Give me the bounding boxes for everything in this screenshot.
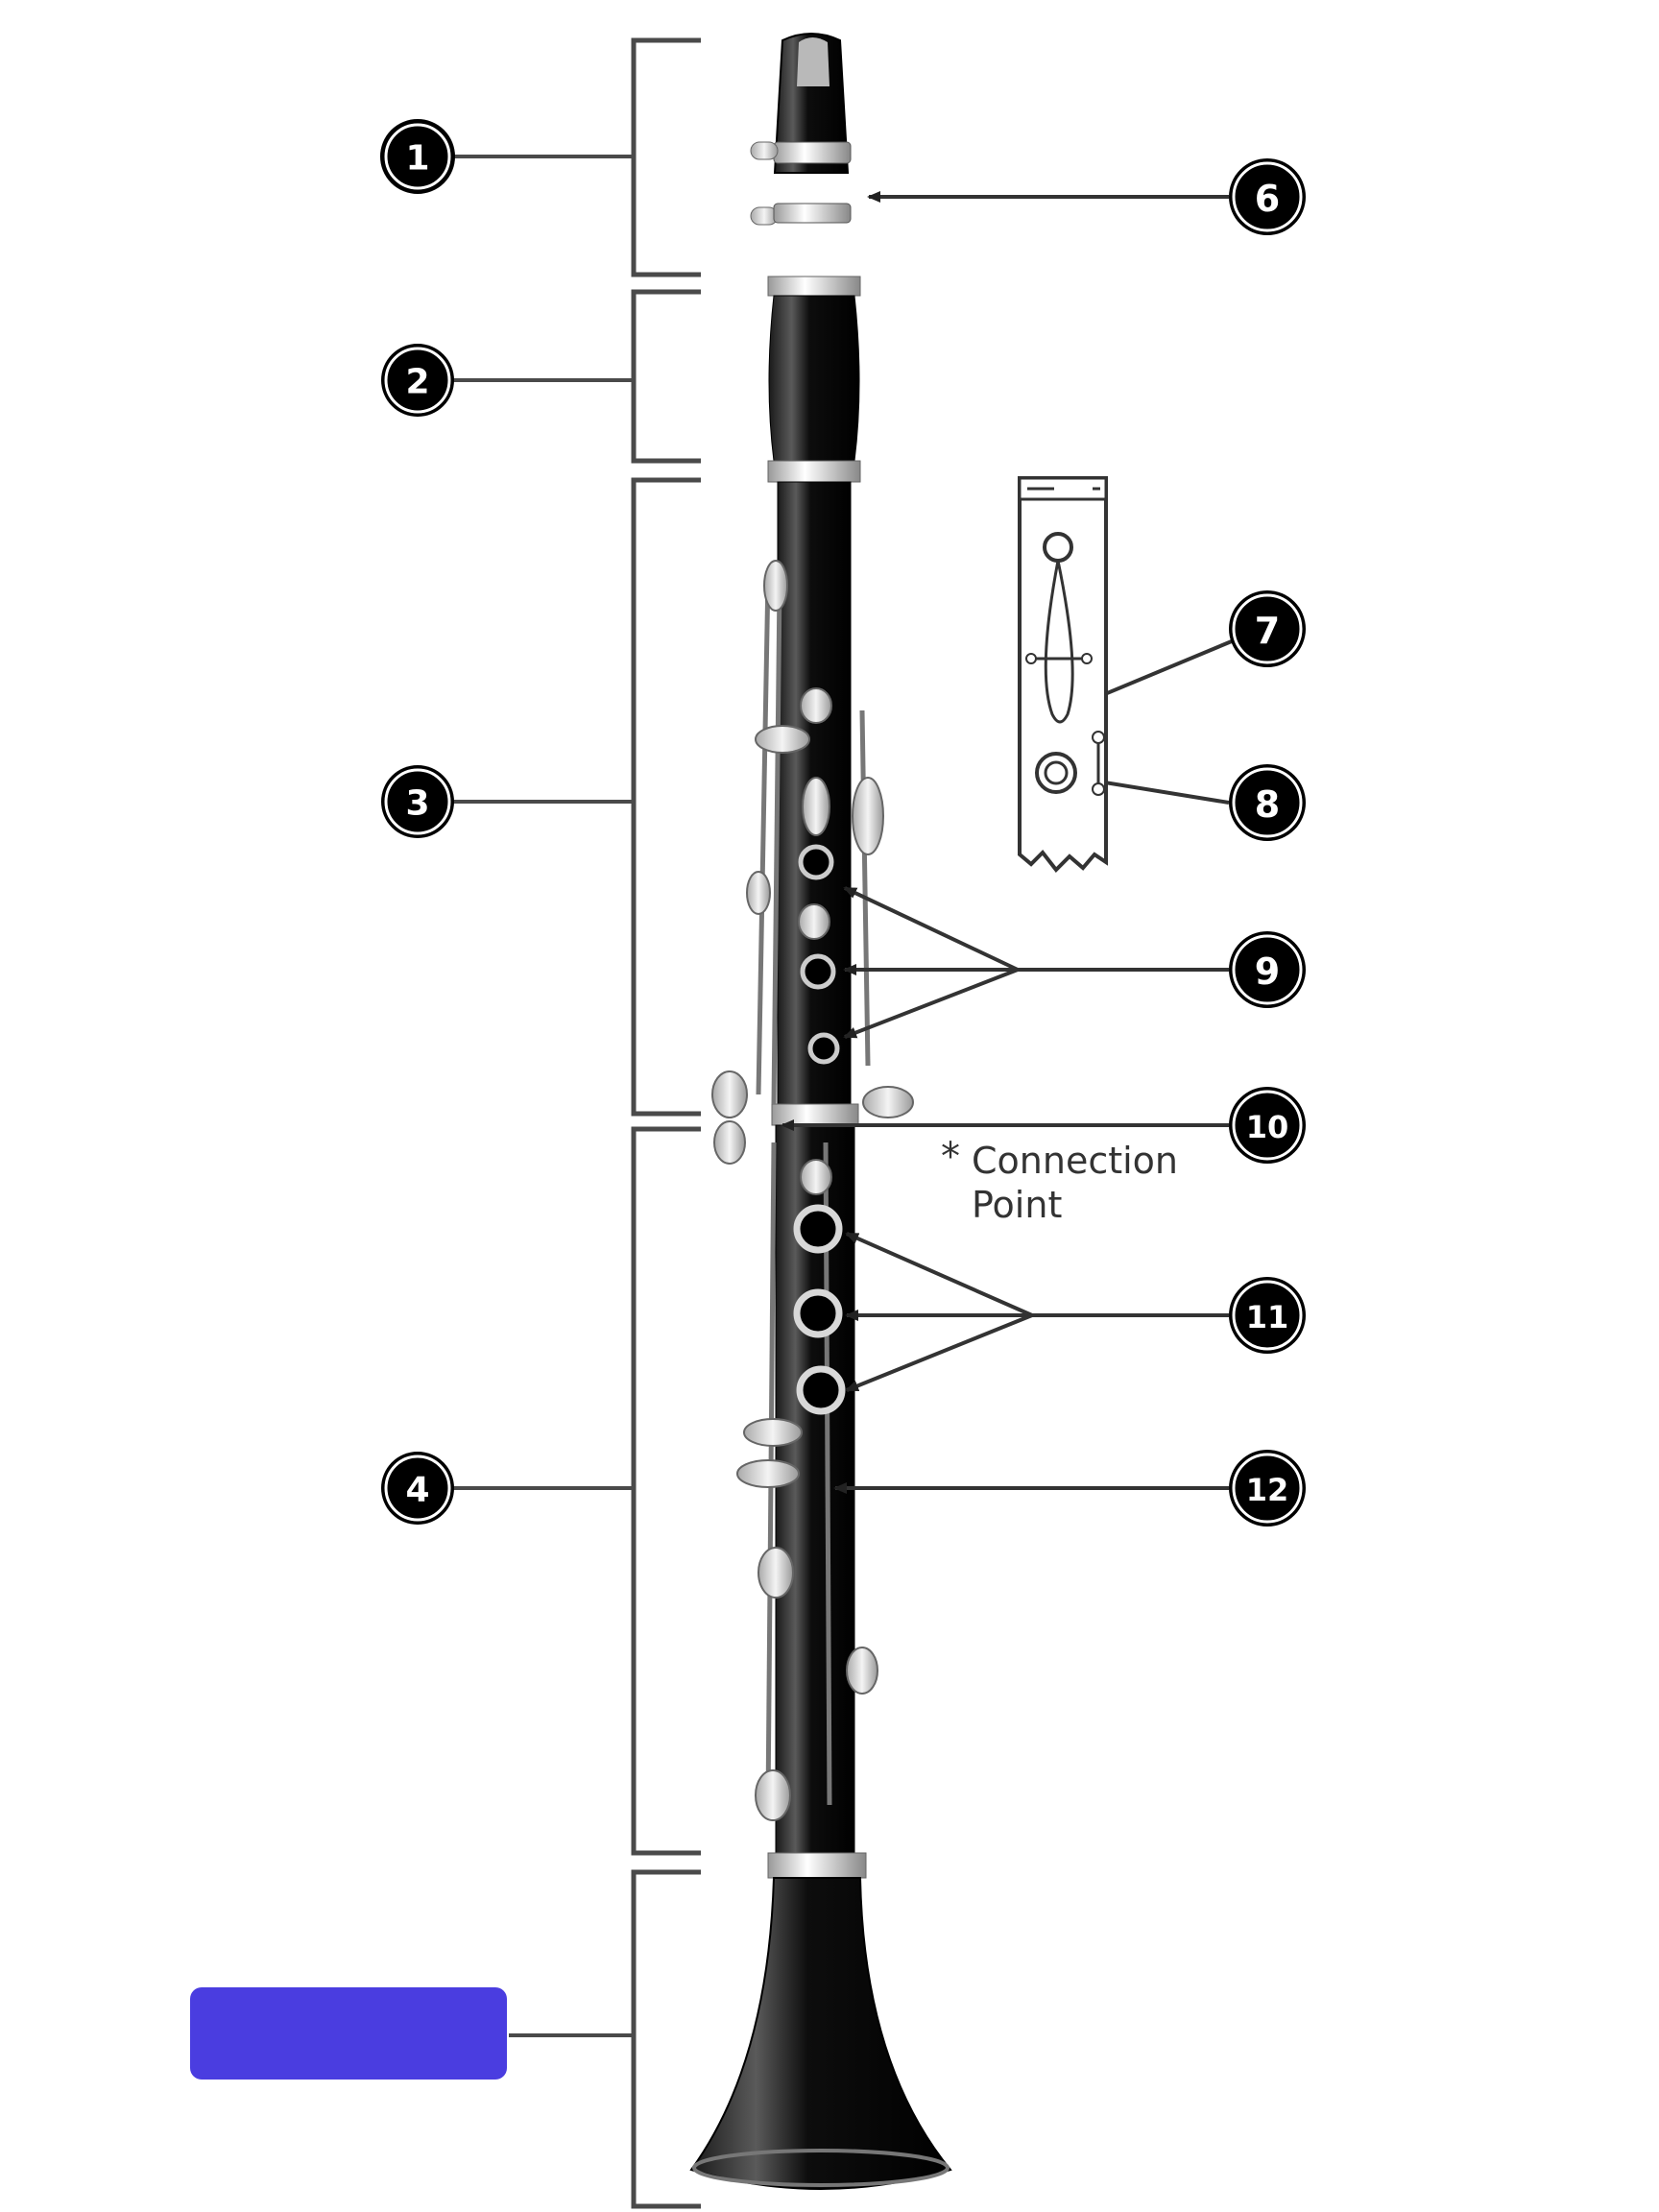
- clarinet-illustration: [689, 33, 952, 2190]
- callout-badge-1: 1: [380, 119, 455, 194]
- callout-badge-6: 6: [1229, 158, 1306, 235]
- connection-point-note: * Connection Point: [941, 1135, 1178, 1226]
- tenon-ring-2: [767, 460, 861, 483]
- callout-badge-8: 8: [1229, 764, 1306, 841]
- bracket-3: [631, 477, 701, 1117]
- reed: [797, 37, 830, 86]
- note-line-1: Connection: [972, 1140, 1178, 1182]
- callout-number: 10: [1246, 1109, 1289, 1145]
- bracket-1: [631, 37, 701, 277]
- pointer-11c: [845, 1313, 1033, 1392]
- note-line-2: Point: [972, 1184, 1062, 1226]
- bracket-2: [631, 289, 701, 464]
- callout-number: 11: [1246, 1299, 1289, 1335]
- callout-number: 4: [405, 1471, 429, 1510]
- callout-badge-12: 12: [1229, 1450, 1306, 1527]
- bracket-4: [631, 1126, 701, 1856]
- pointer-9c: [843, 968, 1019, 1039]
- pointer-8: [1085, 775, 1230, 805]
- callout-badge-4: 4: [381, 1452, 454, 1525]
- tenon-ring-1: [767, 276, 861, 297]
- connection-ring: [771, 1103, 859, 1126]
- pointer-9a: [843, 886, 1019, 972]
- silver-keys: [711, 560, 914, 1821]
- callout-number: 7: [1255, 610, 1280, 652]
- bracket-5: [631, 1869, 701, 2209]
- callout-number: 9: [1255, 950, 1280, 993]
- callout-number: 1: [405, 139, 429, 179]
- callout-badge-2: 2: [381, 344, 454, 417]
- callout-number: 12: [1246, 1472, 1289, 1508]
- barrel: [768, 295, 860, 462]
- ligature: [773, 141, 852, 164]
- callout-number: 3: [405, 784, 429, 824]
- pointer-lines: [781, 191, 1239, 1494]
- mouthpiece: [773, 33, 850, 174]
- register-key-inset: [1018, 476, 1108, 874]
- callout-number: 2: [405, 363, 429, 402]
- callout-badge-10: 10: [1229, 1087, 1306, 1164]
- callout-badge-3: 3: [381, 765, 454, 838]
- masked-label-box: [190, 1987, 507, 2080]
- callout-badge-9: 9: [1229, 931, 1306, 1008]
- ligature-band: [773, 203, 852, 224]
- callout-number: 8: [1255, 783, 1280, 826]
- bell: [689, 1877, 952, 2190]
- pointer-11a: [845, 1232, 1033, 1317]
- bell-ring: [767, 1852, 867, 1879]
- note-asterisk: *: [941, 1135, 960, 1179]
- callout-number: 6: [1255, 178, 1280, 220]
- upper-tone-holes: [798, 844, 840, 1065]
- bracket-leaders: [418, 155, 634, 2037]
- callout-badge-11: 11: [1229, 1277, 1306, 1354]
- ligature-screw-top: [750, 141, 779, 160]
- lower-ring-keys: [793, 1204, 846, 1415]
- section-brackets: [631, 37, 701, 2209]
- callout-badge-7: 7: [1229, 590, 1306, 667]
- bell-rim: [692, 2149, 950, 2187]
